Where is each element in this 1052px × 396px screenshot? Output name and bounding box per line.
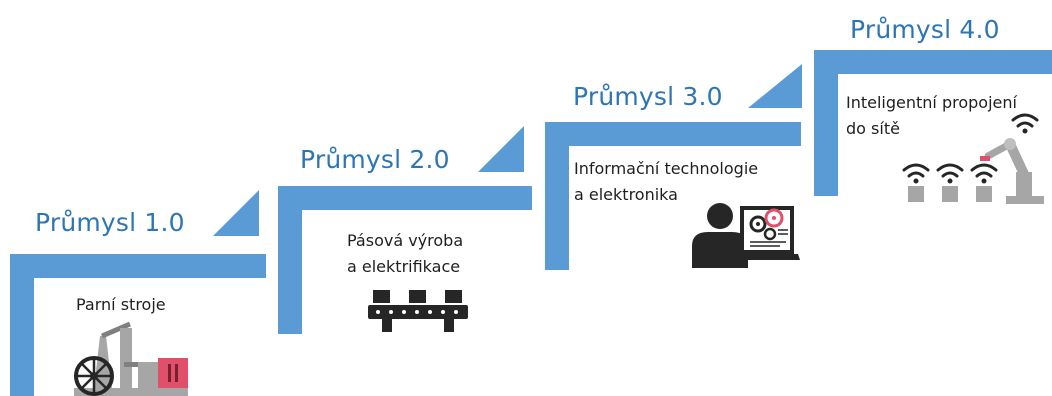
stage-1-title: Průmysl 1.0 xyxy=(35,208,185,237)
steam-engine-icon xyxy=(74,322,188,396)
stage-3-title: Průmysl 3.0 xyxy=(573,82,723,111)
stage-2-description: Pásová výroba a elektrifikace xyxy=(347,228,463,280)
stage-4-description-line-2: do sítě xyxy=(846,119,900,138)
networked-robot-icon xyxy=(902,113,1044,204)
stage-2-description-line-2: a elektrifikace xyxy=(347,257,461,276)
stage-3-step-riser xyxy=(545,122,569,270)
stage-4-step-riser xyxy=(814,50,838,196)
stage-3-description-line-1: Informační technologie xyxy=(574,159,759,178)
stage-2-arrow-icon xyxy=(478,126,524,172)
computer-operator-icon xyxy=(692,203,800,268)
stage-3-step-tread xyxy=(545,122,801,146)
stage-3-description: Informační technologie a elektronika xyxy=(574,156,758,208)
stage-3-arrow-icon xyxy=(748,64,802,108)
stage-2-title: Průmysl 2.0 xyxy=(300,145,450,174)
stage-2-step-riser xyxy=(278,186,302,334)
stage-4-description-line-1: Inteligentní propojení xyxy=(846,93,1017,112)
stage-1-step-tread xyxy=(10,254,266,278)
stage-4-title: Průmysl 4.0 xyxy=(850,15,1000,44)
stage-4-description: Inteligentní propojení do sítě xyxy=(846,90,1017,142)
stage-1-description-line-1: Parní stroje xyxy=(76,295,166,314)
stage-2-step-tread xyxy=(278,186,532,210)
stage-1-arrow-icon xyxy=(213,190,259,236)
conveyor-belt-icon xyxy=(368,290,468,332)
stage-3-description-line-2: a elektronika xyxy=(574,185,678,204)
stage-1-description: Parní stroje xyxy=(76,292,166,318)
stage-2-description-line-1: Pásová výroba xyxy=(347,231,464,250)
stage-4-step-tread xyxy=(814,50,1052,74)
